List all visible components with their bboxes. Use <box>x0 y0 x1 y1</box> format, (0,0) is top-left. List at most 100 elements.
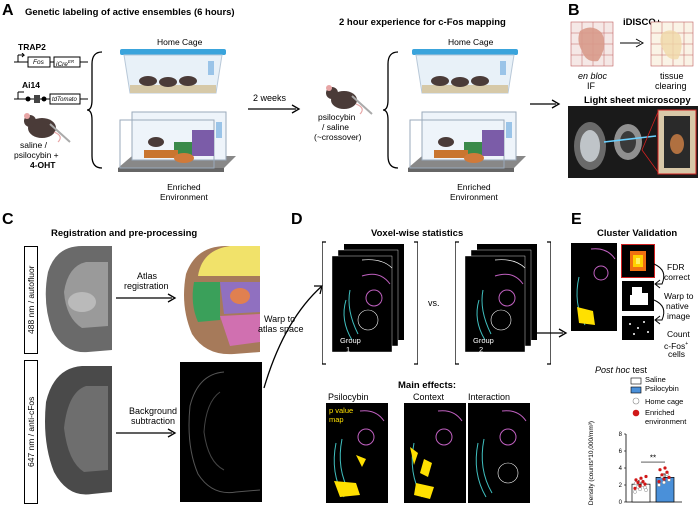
atlas-registration-line-2: registration <box>124 281 169 291</box>
fdr-mask-image <box>622 281 654 311</box>
data-point <box>665 470 669 474</box>
background-subtraction-line-2: subtraction <box>131 416 176 426</box>
chart-ylabel: Density (counts*10,000/mm³) <box>588 420 595 506</box>
fdr-label-2: correct <box>664 272 690 282</box>
psilo-line-3: (~crossover) <box>314 132 362 142</box>
vs-label: vs. <box>428 298 440 308</box>
data-point <box>634 478 638 482</box>
tissue-clearing-image <box>650 21 694 67</box>
y-tick-label: 8 <box>619 432 623 438</box>
treatment-line-2: psilocybin + <box>14 150 59 160</box>
cluster-brain-image <box>571 243 617 331</box>
data-point <box>636 480 640 485</box>
data-point <box>662 480 666 485</box>
warp-native-3: image <box>667 311 691 321</box>
y-tick-label: 2 <box>619 483 623 489</box>
fdr-heatmap-image <box>621 244 655 278</box>
clearing-label: clearing <box>655 81 687 91</box>
two-weeks-arrow <box>248 104 301 114</box>
psilocybin-pvalue-map <box>326 403 388 503</box>
interaction-effect-label: Interaction <box>468 392 511 402</box>
count-cells-2: c-Fos+ <box>664 340 689 351</box>
group-1-label-b: 1 <box>346 345 351 354</box>
data-point <box>667 475 671 479</box>
treatment-line-3: 4-OHT <box>30 160 56 170</box>
panel-label-e: E <box>571 211 582 228</box>
mouse-injection-icon-2 <box>326 85 373 115</box>
data-point <box>643 482 647 486</box>
enriched-label-2: Enriched Environment <box>450 182 498 202</box>
warp-atlas-line-2: atlas space <box>258 324 304 334</box>
background-cfos-brain-image <box>42 362 114 502</box>
fdr-label-1: FDR <box>667 262 685 272</box>
icre-gene: iCreER <box>56 59 75 69</box>
psilo-line-1: psilocybin <box>318 112 356 122</box>
ai14-label: Ai14 <box>22 80 40 90</box>
autofluor-brain-image <box>42 242 114 358</box>
light-sheet-label: Light sheet microscopy <box>584 95 691 106</box>
en-bloc-if-image <box>570 21 614 67</box>
psilo-line-2: / saline <box>322 122 349 132</box>
ai14-construct <box>14 91 88 105</box>
data-point <box>657 480 661 484</box>
legend-saline: Saline <box>645 375 666 384</box>
pvalue-label-1: p value <box>329 406 354 415</box>
label-647: 647 nm / anti-cFos <box>24 360 38 504</box>
tdtomato-gene: tdTomato <box>52 97 77 103</box>
en-bloc-label: en bloc <box>578 71 608 81</box>
legend-enriched-2: environment <box>645 417 687 426</box>
y-tick-label: 4 <box>619 466 623 472</box>
data-point <box>658 468 662 472</box>
enriched-environment-1 <box>118 111 236 172</box>
atlas-registration-arrow <box>116 293 177 303</box>
b-small-arrow <box>620 38 645 48</box>
panel-c-title: Registration and pre-processing <box>51 228 198 239</box>
idisco-label: iDISCO+ <box>623 17 662 28</box>
group-2-label-b: 2 <box>479 345 484 354</box>
main-effects-label: Main effects: <box>398 380 457 391</box>
count-cells-3: cells <box>668 349 686 359</box>
right-brace <box>382 51 399 169</box>
y-tick-label: 6 <box>619 449 623 455</box>
mouse-injection-icon <box>24 113 71 143</box>
posthoc-label: Post hoc test <box>595 365 648 375</box>
context-pvalue-map <box>404 403 466 503</box>
atlas-registration-line-1: Atlas <box>137 271 158 281</box>
two-weeks-label: 2 weeks <box>253 93 287 103</box>
validation-flow-arrows <box>653 263 665 325</box>
d-to-e-arrow <box>535 328 568 338</box>
panel-e-title: Cluster Validation <box>597 228 678 239</box>
data-point <box>638 484 642 488</box>
legend-psilocybin: Psilocybin <box>645 384 679 393</box>
home-cage-1 <box>120 49 226 94</box>
a-to-b-arrow <box>530 99 561 109</box>
enriched-label-1: Enriched Environment <box>160 182 208 202</box>
y-tick-label: 0 <box>619 500 623 506</box>
data-point <box>660 473 664 477</box>
warp-to-atlas-arrow <box>263 285 323 389</box>
panel-a-title-left: Genetic labeling of active ensembles (6 … <box>25 7 235 18</box>
chart-legend-swatches <box>630 377 642 417</box>
left-brace <box>86 51 103 169</box>
data-point <box>657 483 661 487</box>
panel-label-c: C <box>2 211 14 228</box>
warp-atlas-line-1: Warp to <box>264 314 296 324</box>
legend-enriched-1: Enriched <box>645 408 675 417</box>
group-2-stack <box>455 241 551 365</box>
panel-label-d: D <box>291 211 303 228</box>
enriched-environment-2 <box>408 111 526 172</box>
interaction-pvalue-map <box>468 403 530 503</box>
home-cage-label-1: Home Cage <box>157 37 203 47</box>
group-1-stack <box>322 241 418 365</box>
panel-a-title-right: 2 hour experience for c-Fos mapping <box>339 17 506 28</box>
home-cage-label-2: Home Cage <box>448 37 494 47</box>
treatment-line-1: saline / <box>20 140 47 150</box>
context-effect-label: Context <box>413 392 445 402</box>
panel-label-b: B <box>568 2 580 19</box>
panel-d-title: Voxel-wise statistics <box>371 228 464 239</box>
trap2-label: TRAP2 <box>18 42 46 52</box>
data-point <box>641 480 645 484</box>
native-count-image <box>622 316 654 340</box>
fos-gene: Fos <box>33 59 44 66</box>
